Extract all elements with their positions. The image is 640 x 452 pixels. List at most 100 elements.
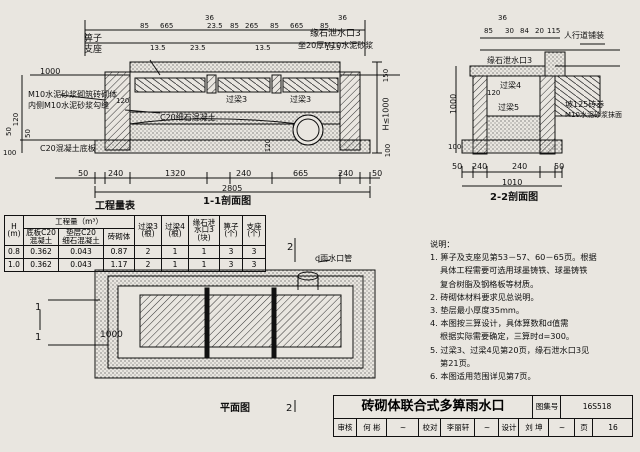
dim-right-150: 150 [382,68,391,83]
dim-2-bottom-240-a: 240 [472,162,488,171]
dim-top-36-b: 36 [338,14,347,22]
check-name: 李丽轩 [440,419,475,436]
dim-total-2805: 2805 [222,184,243,193]
table-row: 1.0 0.362 0.043 1.17 2 1 1 3 3 [4,257,266,272]
dim-top-85-b: 85 [230,22,239,30]
section-1-1-title: 1-1剖面图 [203,196,252,207]
table-cell: 0.87 [103,244,135,259]
dim-2-top-36: 36 [498,14,507,22]
table-cell: 1.17 [103,257,135,272]
label-wall-note-2: 内侧M10水泥砂浆勾缝 [28,101,110,110]
section-2-2-drawing [455,37,620,187]
dim-top-23-5-b: 23.5 [190,44,206,52]
label-ledge-stone: 缘石泄水口3 [310,29,361,39]
dim-2-left-120: 120 [487,89,501,97]
dim-top-665-b: 665 [290,22,304,30]
label-mortar-cap: 坐20厚M10水泥砂浆 [298,41,374,50]
dim-2-top-115: 115 [547,27,561,35]
table-cell: 0.043 [58,257,104,272]
note-line: 1. 箅子及支座见第53－57、60－65页。根据 [430,252,597,263]
dim-right-h: H≤1000 [381,97,391,131]
dim-bottom-50-a: 50 [78,169,89,178]
dim-bottom-240-b: 240 [236,169,252,178]
table-cell: 3 [242,244,266,259]
label-beam5: 过梁5 [498,103,520,112]
label-beam3-a: 过梁3 [226,95,248,104]
label-beam3-b: 过梁3 [290,95,312,104]
table-cell: 1 [161,244,189,259]
dim-left-50: 50 [4,127,13,136]
label-fill: C20细石混凝土 [160,113,216,122]
dim-top-665-a: 665 [160,22,174,30]
review-name: 何 彬 [356,419,387,436]
dim-mid-120-b: 120 [264,138,273,153]
title-block: 砖砌体联合式多箅雨水口 图集号 16S518 审核 何 彬 ~ 校对 李丽轩 ~… [333,395,633,437]
table-header: 支座 (个) [242,215,266,246]
table-cell: 2 [134,257,162,272]
check-label: 校对 [418,419,441,436]
review-label: 审核 [337,423,353,432]
label-sidewalk: 人行道铺装 [564,31,604,40]
note-line: 复合树脂及钢格板等材质。 [440,278,539,289]
label-support: 支座 [84,45,103,55]
label-beam4: 过梁4 [500,81,522,90]
table-header: 箅子 (个) [219,215,243,246]
table-cell: 1 [161,257,189,272]
dim-top-265: 265 [245,22,259,30]
dim-top-85-c: 85 [270,22,279,30]
dim-top-13-5-a: 13.5 [150,44,166,52]
dim-2-top-85: 85 [484,27,493,35]
check-signature: ~ [474,419,499,436]
quantity-table: H (m) 工程量（m³） 过梁3 (根) 过梁4 (根) 缘石泄 水口3 (块… [4,215,266,272]
table-header: 过梁4 (根) [161,215,189,246]
table-header-group: 工程量（m³） [23,215,135,229]
dim-top-13-5-b: 13.5 [255,44,271,52]
table-row: 底板C20 混凝土 垫层C20 细石混凝土 砖砌体 [5,228,266,246]
plan-cut-1-top: 1 [35,302,42,313]
dim-right-100: 100 [384,143,393,158]
table-row: 0.8 0.362 0.043 0.87 2 1 1 3 3 [4,244,266,259]
dim-bottom-50-b: 50 [372,169,383,178]
design-label: 设计 [498,419,519,436]
note-line: 6. 本图适用范围详见第7页。 [430,371,536,382]
dim-2-bottom-240-b: 240 [512,162,528,171]
plan-cut-2-top: 2 [287,242,294,253]
dim-top-85-d: 85 [320,22,329,30]
notes-block: 说明： 1. 箅子及支座见第53－57、60－65页。根据 具体工程需要可选用球… [430,238,635,383]
dim-left-120: 120 [12,112,21,127]
dim-2-left-1000: 1000 [449,93,459,115]
dim-top-23-5-a: 23.5 [207,22,223,30]
label-ledge-stone-2: 缘石泄水口3 [487,56,533,65]
table-cell: 1 [188,257,220,272]
note-line: 具体工程需要可选用球墨铸铁、球墨铸铁 [440,265,588,276]
dim-left-100: 100 [3,149,17,157]
table-row: H (m) 工程量（m³） 过梁3 (根) 过梁4 (根) 缘石泄 水口3 (块… [4,215,266,246]
dim-bottom-240-a: 240 [108,169,124,178]
table-header: 垫层C20 细石混凝土 [58,228,104,246]
label-grate: 箅子 [84,34,103,44]
plan-dim-1000: 1000 [100,330,123,340]
qty-table-title: 工程量表 [95,201,135,212]
dim-left-50-b: 50 [23,129,32,138]
page-label: 页 [574,419,593,436]
section-1-1-drawing [20,20,400,198]
dim-top-85-a: 85 [140,22,149,30]
table-cell: 0.362 [23,257,59,272]
label-wall-note-1: M10水泥砂浆砌筑砖砌体 [28,90,118,99]
dim-2-left-100: 100 [448,143,462,151]
table-header: H (m) [4,215,24,246]
dim-bottom-1320: 1320 [165,169,186,178]
plan-title: 平面图 [220,403,250,414]
label-mortar-2: M10水泥砂浆抹面 [565,111,622,119]
label-slope: 坡125砖券 [565,100,605,109]
note-line: 根据实际需要确定，三算时d=300。 [440,331,575,342]
plan-drawing [39,238,376,412]
dim-mid-120-a: 120 [116,97,130,105]
drawing-title: 砖砌体联合式多箅雨水口 [334,396,533,419]
dim-left-1000: 1000 [40,67,61,76]
atlas-number: 16S518 [560,396,633,419]
dim-bottom-665: 665 [293,169,309,178]
dim-top-36-a: 36 [205,14,214,22]
